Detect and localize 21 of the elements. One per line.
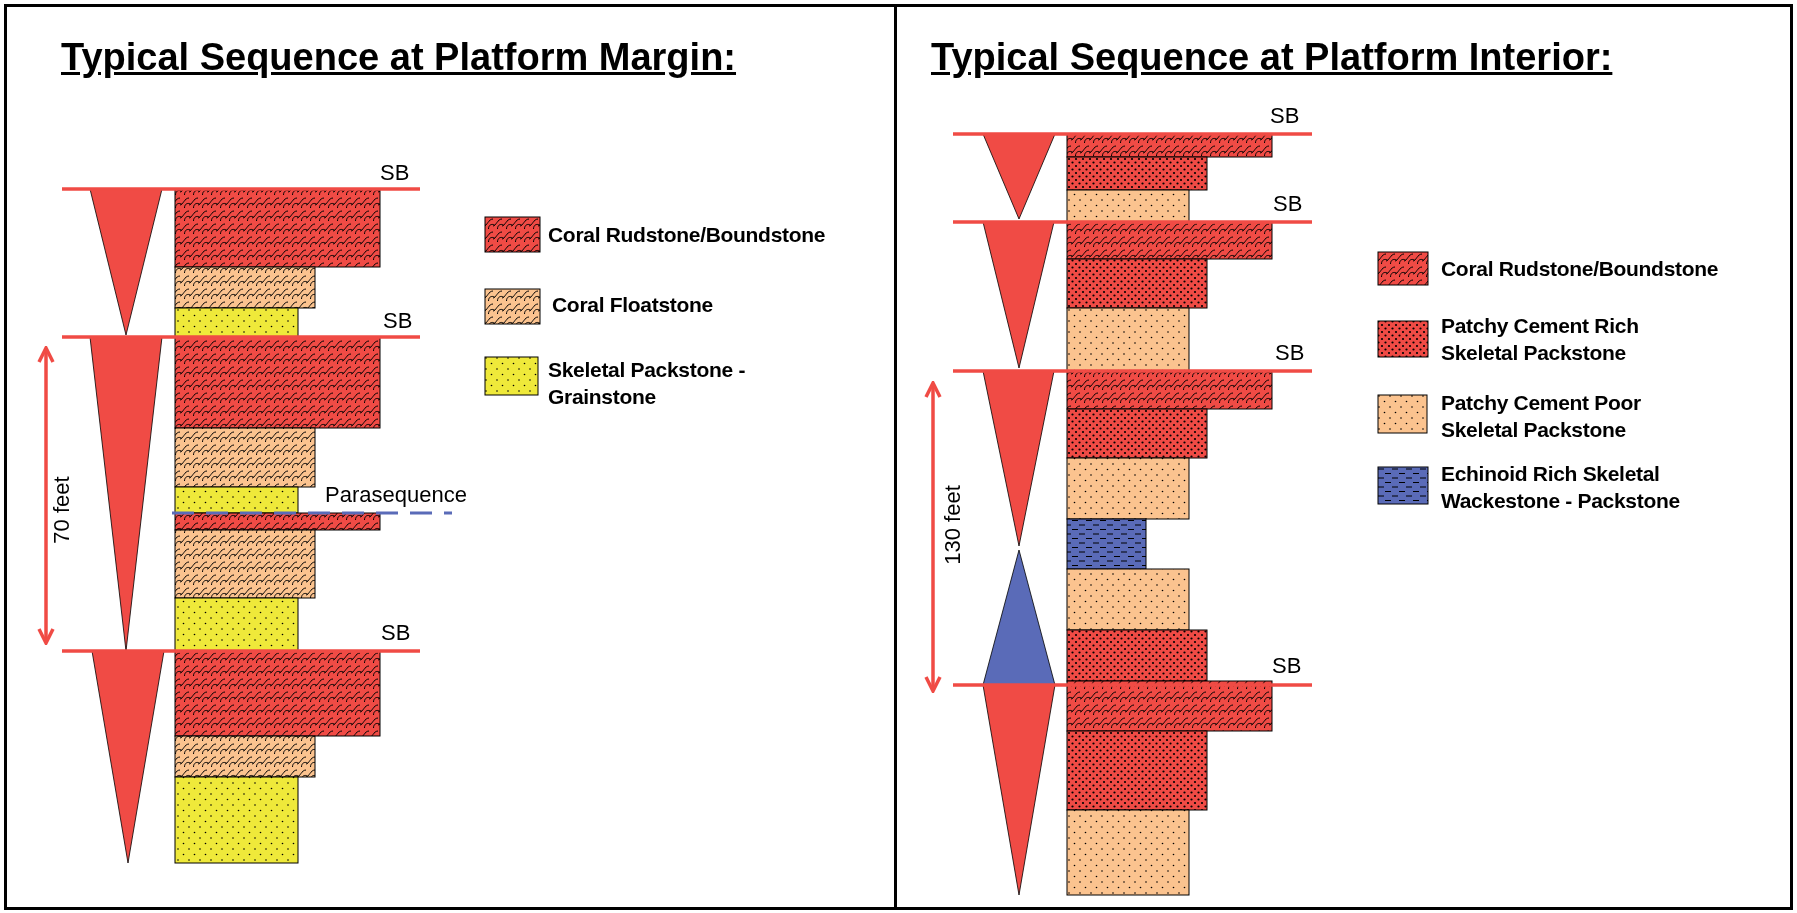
panel-title: Typical Sequence at Platform Margin: <box>61 36 736 79</box>
boundary-label: SB <box>1270 103 1300 129</box>
boundary-label: SB <box>1275 340 1305 366</box>
legend-text: Echinoid Rich Skeletal Wackestone - Packstone <box>1441 461 1681 514</box>
boundary-label: SB <box>383 308 413 334</box>
thickness-label: 130 feet <box>940 485 966 565</box>
boundary-label: SB <box>1272 653 1302 679</box>
legend-text: Coral Floatstone <box>552 292 714 318</box>
legend-text: Skeletal Packstone - Grainstone <box>548 357 747 410</box>
panel <box>4 4 897 910</box>
thickness-label: 70 feet <box>49 476 75 544</box>
panel <box>894 4 1793 910</box>
boundary-label: SB <box>381 620 411 646</box>
parasequence-label: Parasequence <box>325 482 467 508</box>
legend-text: Patchy Cement Rich Skeletal Packstone <box>1441 313 1640 366</box>
legend-text: Patchy Cement Poor Skeletal Packstone <box>1441 390 1642 443</box>
boundary-label: SB <box>380 160 410 186</box>
boundary-label: SB <box>1273 191 1303 217</box>
legend-text: Coral Rudstone/Boundstone <box>1441 256 1720 282</box>
legend-text: Coral Rudstone/Boundstone <box>548 222 827 248</box>
panel-title: Typical Sequence at Platform Interior: <box>931 36 1613 79</box>
